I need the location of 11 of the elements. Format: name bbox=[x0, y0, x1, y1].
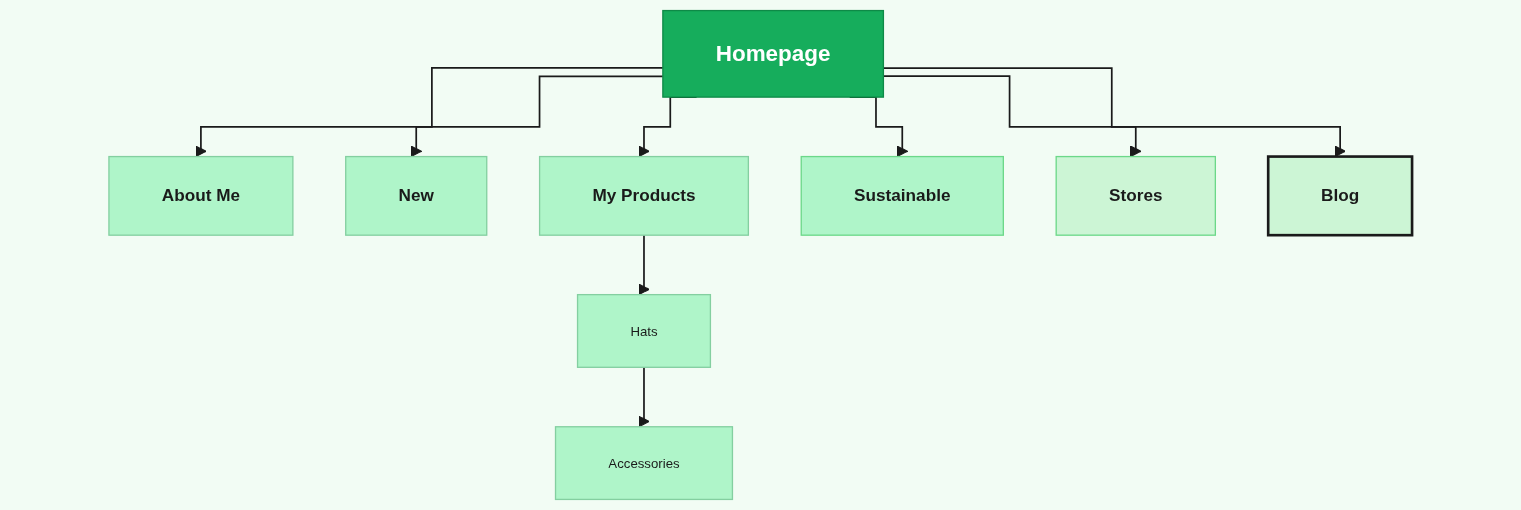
node-box: New bbox=[345, 155, 488, 236]
arrow bbox=[638, 234, 650, 296]
node-box: Homepage bbox=[662, 9, 885, 98]
node-box: About Me bbox=[108, 155, 294, 236]
node-box: Blog bbox=[1266, 155, 1414, 237]
node-box: My Products bbox=[538, 155, 750, 236]
node-box: Stores bbox=[1055, 155, 1216, 236]
node-box: Sustainable bbox=[800, 155, 1004, 236]
node-box: Accessories bbox=[554, 426, 734, 501]
arrow bbox=[638, 366, 650, 428]
node-box: Hats bbox=[576, 293, 712, 368]
